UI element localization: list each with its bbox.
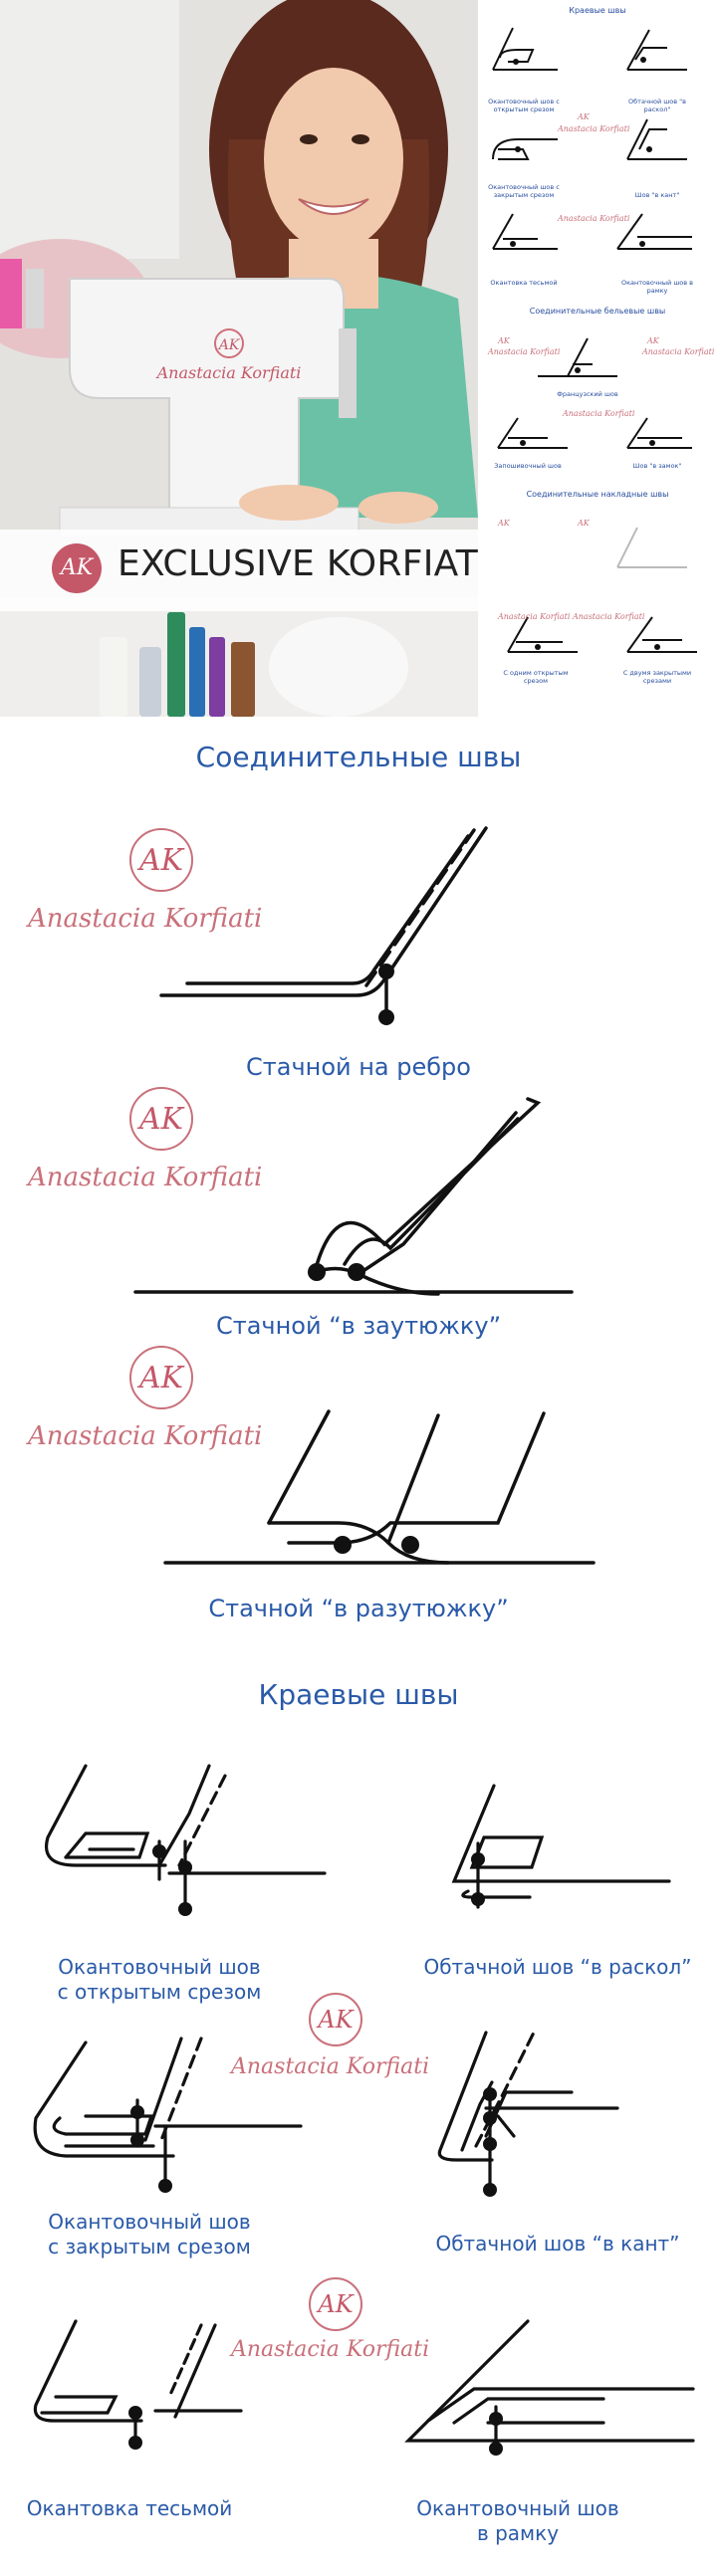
brand-logo-icon: AK	[129, 1087, 193, 1151]
seam-caption-9: Окантовочный шов в рамку	[398, 2496, 637, 2546]
brand-logo-monogram: AK	[138, 1102, 184, 1137]
thumb-caption-4: Шов "в кант"	[634, 191, 680, 199]
thumb-caption-1: Окантовочный шов с открытым срезом	[488, 98, 560, 113]
seam-caption-6-line1: Окантовочный шов	[48, 2210, 251, 2234]
seam-diagram-pressed-to-side	[133, 1097, 574, 1296]
svg-text:AK: AK	[497, 336, 511, 345]
section-title-edge: Краевые швы	[258, 1678, 459, 1711]
seam-caption-1: Стачной на ребро	[246, 1053, 471, 1081]
thumb-caption-11: С двумя закрытыми срезами	[622, 669, 692, 685]
seam-caption-5: Обтачной шов “в раскол”	[423, 1955, 692, 1979]
thumb-caption-5: Окантовка тесьмой	[490, 279, 558, 287]
thumb-heading-edge: Краевые швы	[569, 6, 626, 15]
brand-logo-monogram: AK	[138, 1361, 184, 1395]
seam-caption-6-line2: с закрытым срезом	[48, 2235, 251, 2258]
svg-text:Anastacia Korfiati: Anastacia Korfiati	[562, 409, 635, 418]
seam-caption-6: Окантовочный шов с закрытым срезом	[40, 2210, 259, 2259]
seam-caption-2: Стачной “в заутюжку”	[215, 1312, 502, 1340]
banner-logo-icon: AK	[52, 543, 102, 593]
thumb-caption-3: Окантовочный шов с закрытым срезом	[488, 183, 560, 199]
brand-logo-text: Anastacia Korfiati	[231, 2054, 430, 2079]
brand-logo-text: Anastacia Korfiati	[231, 2337, 430, 2362]
brand-logo-text: Anastacia Korfiati	[28, 1163, 263, 1192]
banner-logo-monogram: AK	[60, 555, 94, 580]
svg-text:Anastacia Korfiati: Anastacia Korfiati	[641, 347, 715, 356]
seam-diagram-binding-closed	[33, 2037, 303, 2193]
seam-diagram-pressed-open	[163, 1409, 596, 1565]
section-title-connecting: Соединительные швы	[195, 741, 522, 773]
svg-text:Anastacia Korfiati: Anastacia Korfiati	[155, 363, 302, 382]
thumb-caption-8: Запошивочный шов	[494, 462, 562, 470]
thumb-caption-6: Окантовочный шов в рамку	[620, 279, 693, 295]
brand-logo-icon: AK	[309, 1993, 362, 2046]
seam-diagram-tape-binding	[33, 2319, 243, 2450]
svg-text:AK: AK	[577, 519, 591, 528]
thumb-caption-7: Французский шов	[557, 390, 618, 398]
seam-caption-4-line1: Окантовочный шов	[58, 1955, 261, 1979]
seam-caption-7: Обтачной шов “в кант”	[435, 2232, 680, 2255]
svg-text:AK: AK	[497, 519, 511, 528]
brand-logo-monogram: AK	[138, 843, 184, 878]
thumb-caption-9: Шов "в замок"	[632, 462, 682, 470]
seam-diagram-frame-binding	[404, 2319, 695, 2456]
brand-logo-monogram: AK	[318, 2006, 354, 2034]
seam-diagram-facing-split	[451, 1784, 671, 1909]
seam-caption-9-line2: в рамку	[476, 2521, 560, 2545]
seam-diagram-plain-edge	[159, 826, 488, 1025]
svg-text:Anastacia Korfiati: Anastacia Korfiati	[497, 612, 571, 621]
svg-text:Anastacia Korfiati: Anastacia Korfiati	[557, 124, 630, 133]
thumb-heading-overlay: Соединительные накладные швы	[526, 490, 669, 499]
hero-photo: AK Anastacia Korfiati	[0, 0, 478, 717]
seam-thumbnail-panel: Краевые швы Соединительные бельевые швы …	[478, 0, 717, 717]
seam-diagram-binding-open	[45, 1764, 327, 1916]
seam-caption-4: Окантовочный шов с открытым срезом	[40, 1955, 279, 2005]
seam-caption-4-line2: с открытым срезом	[57, 1980, 262, 2004]
thumb-caption-2: Обтачной шов "в раскол"	[628, 98, 686, 113]
brand-logo-text: Anastacia Korfiati	[28, 1421, 263, 1451]
svg-text:Anastacia Korfiati: Anastacia Korfiati	[487, 347, 561, 356]
svg-text:AK: AK	[577, 112, 591, 121]
seam-caption-3: Стачной “в разутюжку”	[208, 1595, 509, 1622]
svg-text:AK: AK	[646, 336, 660, 345]
hero-illustration: AK Anastacia Korfiati	[0, 0, 478, 717]
brand-logo-icon: AK	[309, 2277, 362, 2331]
svg-text:Anastacia Korfiati: Anastacia Korfiati	[557, 214, 630, 223]
seam-caption-9-line1: Окантовочный шов	[416, 2496, 619, 2520]
brand-logo-icon: AK	[129, 828, 193, 892]
thumb-caption-10: С одним открытым срезом	[503, 669, 569, 685]
brand-logo-text: Anastacia Korfiati	[28, 904, 263, 934]
svg-text:Anastacia Korfiati: Anastacia Korfiati	[572, 612, 645, 621]
svg-text:AK: AK	[217, 337, 241, 353]
thumb-heading-linen: Соединительные бельевые швы	[529, 307, 666, 316]
brand-logo-monogram: AK	[318, 2290, 354, 2318]
seam-caption-8: Окантовка тесьмой	[26, 2496, 233, 2520]
brand-logo-icon: AK	[129, 1346, 193, 1409]
seam-diagram-facing-piped	[437, 2031, 619, 2197]
